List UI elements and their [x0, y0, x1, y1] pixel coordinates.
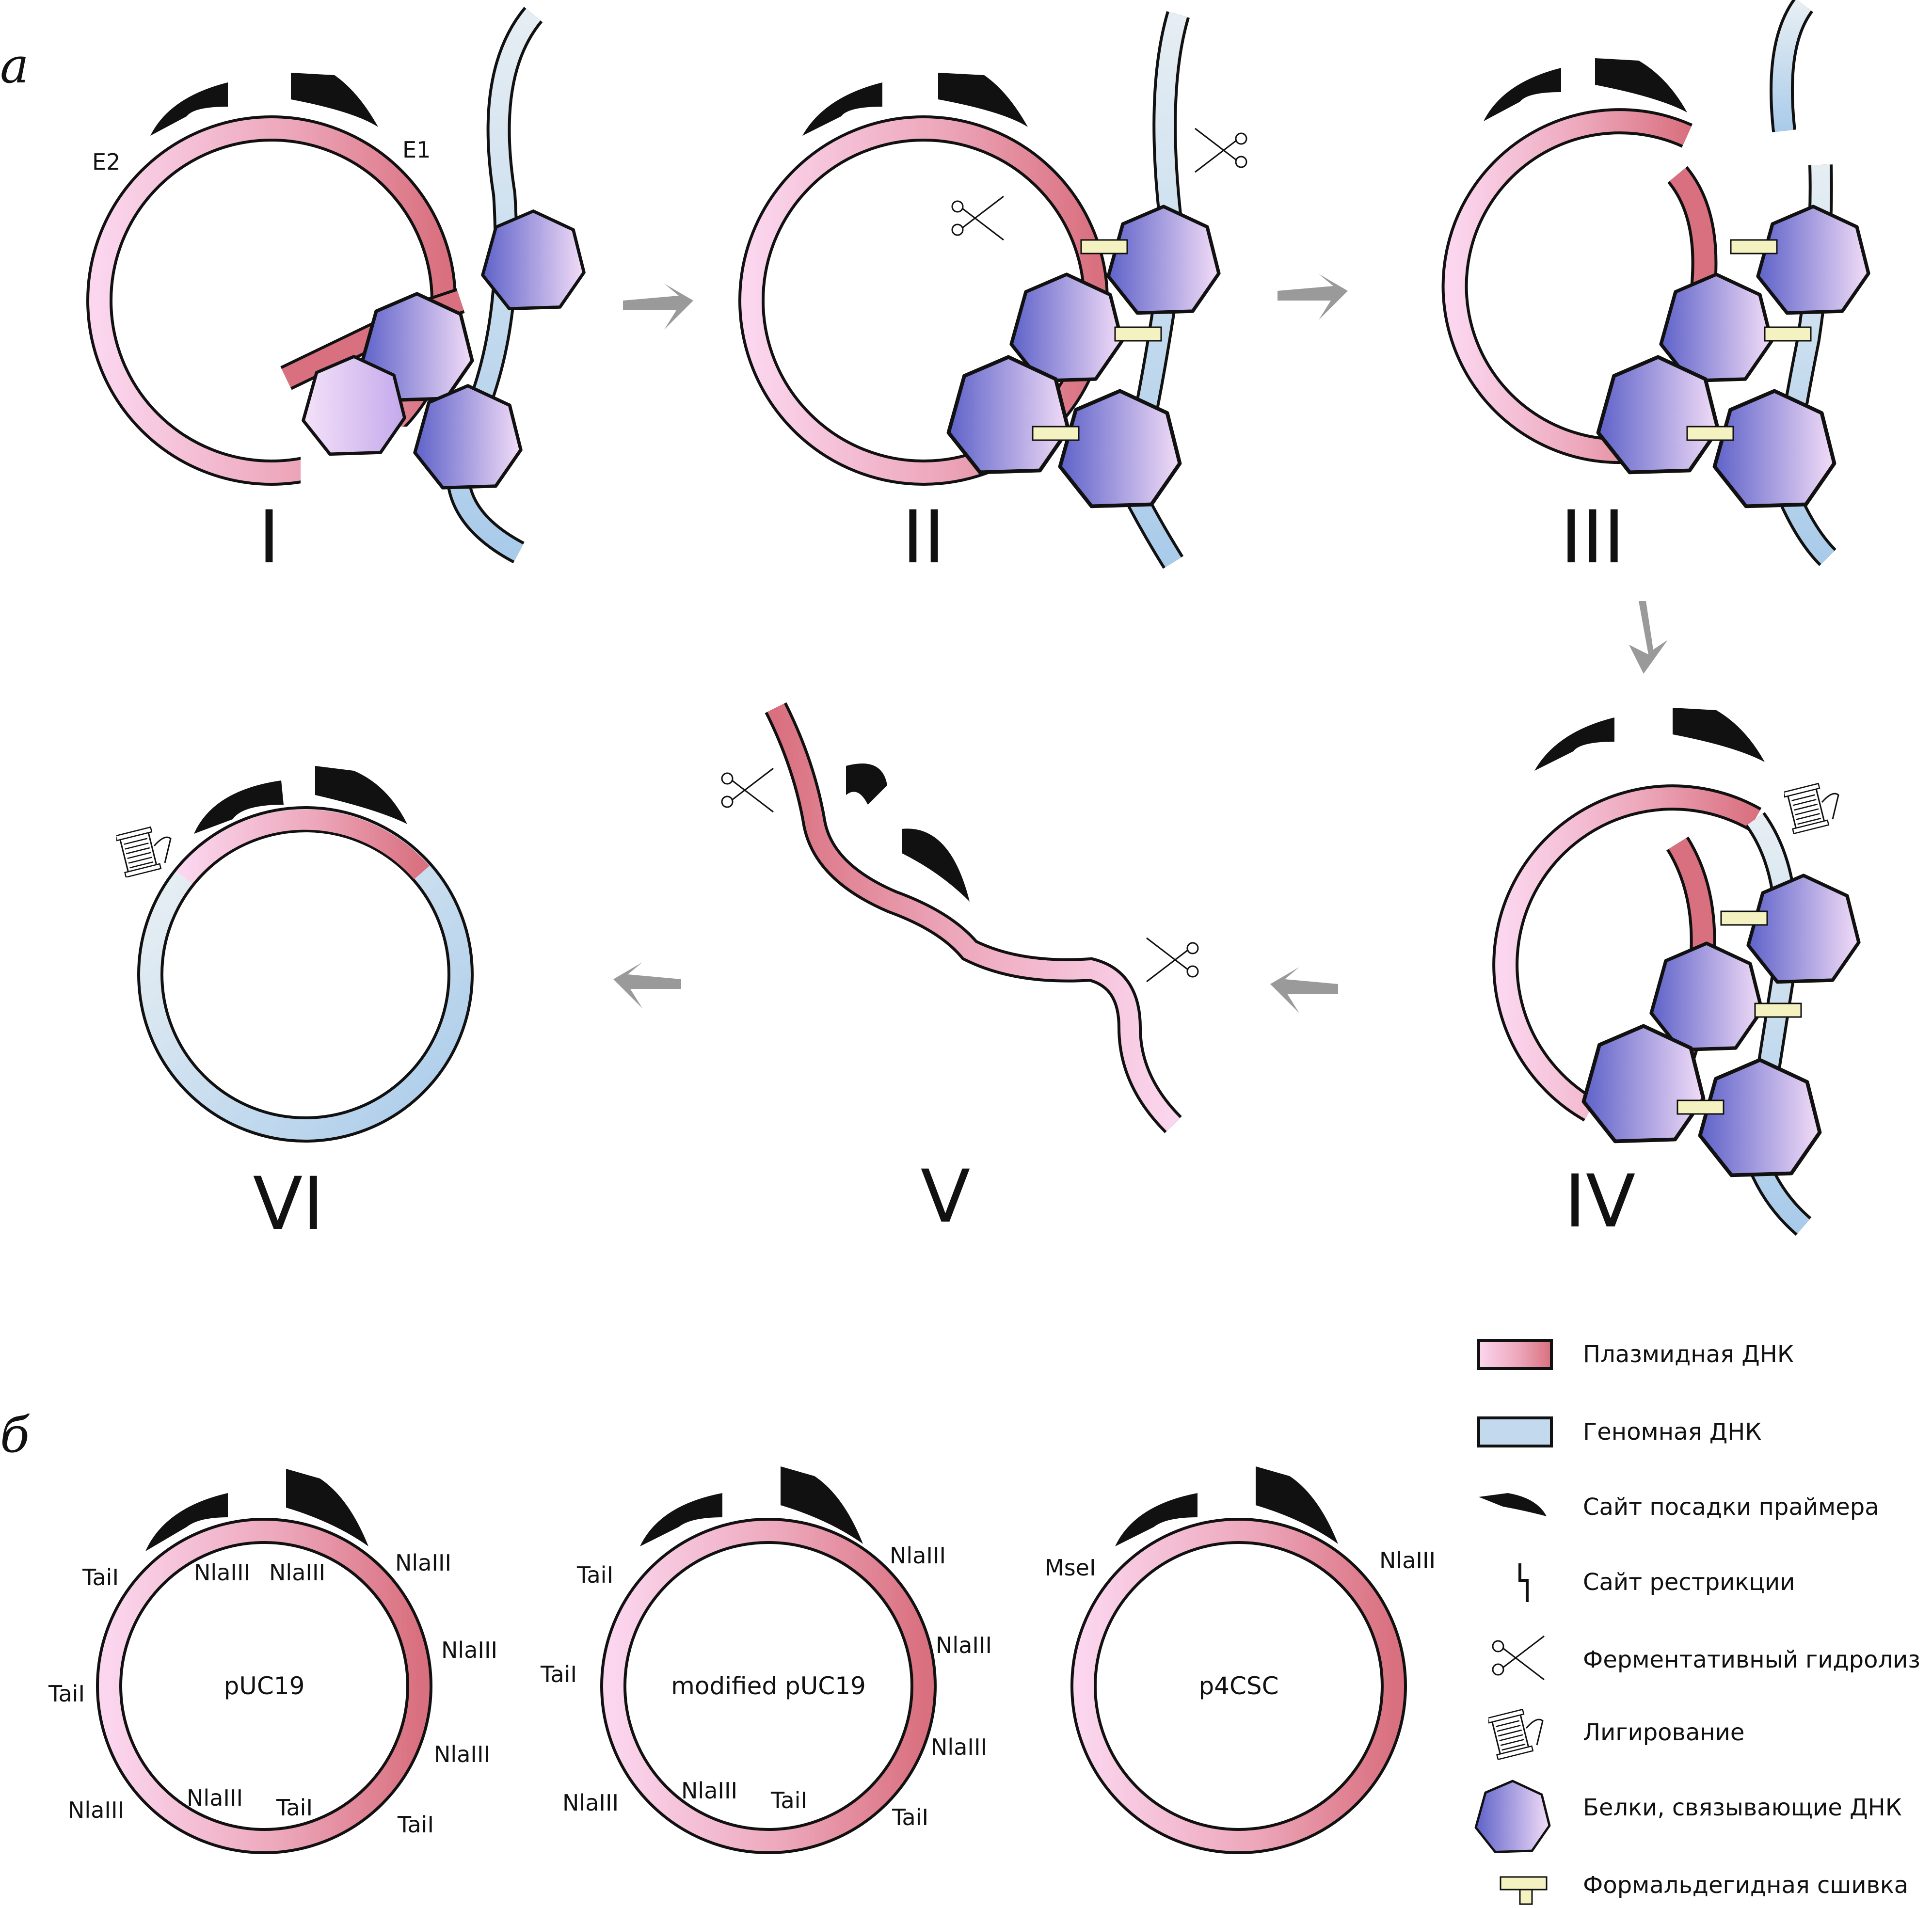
legend-label: Формальдегидная сшивка: [1583, 1872, 1908, 1899]
primer-right: [291, 73, 378, 127]
site-label: TaiI: [540, 1661, 577, 1687]
panel-label-a: а: [0, 37, 29, 94]
site-label: MseI: [1045, 1555, 1096, 1581]
legend-label: Белки, связывающие ДНК: [1583, 1794, 1902, 1821]
site-label: NlaIII: [931, 1734, 987, 1760]
site-label: NlaIII: [890, 1542, 946, 1569]
site-label: NlaIII: [562, 1790, 619, 1816]
site-label: TaiI: [276, 1795, 313, 1821]
flow-arrow-1: [623, 284, 693, 330]
site-label-e2: E2: [92, 149, 120, 175]
site-label: NlaIII: [395, 1550, 451, 1576]
panel-label-b: б: [0, 1407, 30, 1463]
plasmid-name-modified-puc19: modified pUC19: [671, 1672, 866, 1700]
stage-label-V: V: [921, 1155, 971, 1239]
legend-label: Ферментативный гидролиз: [1583, 1646, 1920, 1673]
spool-icon: [1488, 1708, 1544, 1760]
site-label: NlaIII: [434, 1741, 490, 1767]
flow-arrow-5: [613, 962, 681, 1008]
site-label: TaiI: [576, 1562, 613, 1588]
site-label: NlaIII: [68, 1797, 124, 1823]
legend-label: Сайт рестрикции: [1583, 1569, 1795, 1596]
stage-I-diagram: E2 E1 I: [86, 7, 584, 580]
plasmid-puc19: pUC19 TaiI TaiI NlaIII NlaIII TaiI TaiI …: [48, 1469, 497, 1854]
stage-II-diagram: II: [738, 11, 1247, 580]
primer-left: [150, 82, 228, 136]
stage-label-I: I: [258, 495, 280, 580]
genomic-dna-swatch: [1477, 1416, 1553, 1447]
site-label-e1: E1: [402, 137, 431, 163]
stage-VI-diagram: VI: [116, 766, 474, 1246]
site-label: NlaIII: [1379, 1547, 1436, 1574]
legend-label: Лигирование: [1583, 1719, 1744, 1746]
stage-label-VI: VI: [253, 1162, 324, 1246]
plasmid-name-p4csc: p4CSC: [1198, 1672, 1278, 1700]
stage-IV-diagram: IV: [1492, 708, 1859, 1244]
plasmid-modified-puc19: modified pUC19 TaiI TaiI NlaIII NlaIII T…: [540, 1466, 992, 1854]
plasmid-name-puc19: pUC19: [224, 1672, 305, 1700]
site-label: NlaIII: [194, 1559, 250, 1586]
primer-arrow-icon: [1479, 1493, 1547, 1516]
legend-label: Плазмидная ДНК: [1583, 1341, 1794, 1368]
site-label: NlaIII: [936, 1632, 992, 1658]
legend: Плазмидная ДНК Геномная ДНК Сайт посадки…: [1476, 1339, 1920, 1905]
plasmid-dna-swatch: [1477, 1339, 1553, 1370]
flow-arrow-4: [1270, 967, 1338, 1013]
stage-III-diagram: III: [1441, 0, 1868, 580]
legend-label: Геномная ДНК: [1583, 1418, 1761, 1446]
site-label: NlaIII: [269, 1559, 325, 1586]
site-label: TaiI: [82, 1564, 119, 1590]
site-label: NlaIII: [441, 1637, 497, 1663]
stage-label-IV: IV: [1565, 1160, 1636, 1244]
site-label: TaiI: [48, 1681, 85, 1707]
stage-label-II: II: [902, 495, 945, 580]
site-label: NlaIII: [187, 1785, 243, 1811]
legend-label: Сайт посадки праймера: [1583, 1494, 1879, 1521]
site-label: TaiI: [397, 1812, 434, 1838]
protein-icon: [1476, 1781, 1549, 1852]
crosslink-icon: [1500, 1876, 1548, 1905]
stage-V-diagram: V: [721, 702, 1199, 1239]
site-label: NlaIII: [681, 1778, 737, 1804]
flow-arrow-2: [1277, 274, 1348, 320]
site-label: TaiI: [770, 1787, 807, 1813]
stage-label-III: III: [1561, 495, 1625, 580]
site-label: TaiI: [892, 1804, 928, 1830]
plasmid-p4csc: p4CSC MseI NlaIII: [1045, 1466, 1436, 1854]
scissors-icon: [1492, 1635, 1545, 1681]
restriction-site-icon: [1518, 1563, 1529, 1602]
flow-arrow-3: [1629, 601, 1668, 674]
